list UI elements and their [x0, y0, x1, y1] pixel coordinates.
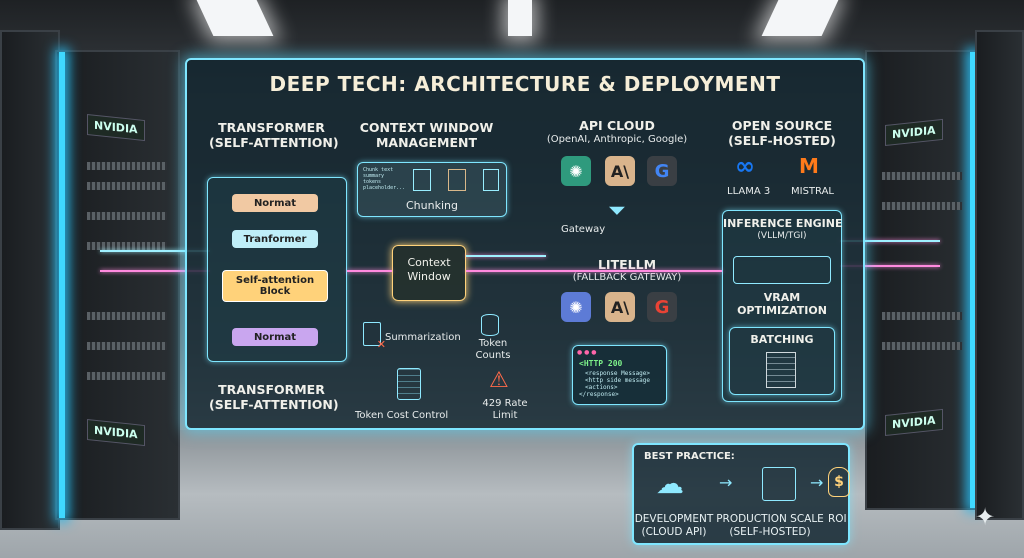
http-status: <HTTP 200 — [579, 359, 623, 368]
server-rack-left-edge — [0, 30, 60, 530]
code-line: <response Message> — [585, 370, 651, 377]
nvidia-label: NVIDIA — [885, 408, 943, 437]
norm-layer: Normat — [232, 194, 318, 212]
chunking-label: Chunking — [406, 199, 458, 212]
api-providers: (OpenAI, Anthropic, Google) — [546, 134, 688, 145]
server-rack-left: NVIDIA NVIDIA — [55, 50, 180, 520]
nvidia-label: NVIDIA — [87, 418, 145, 447]
inference-engine-label: INFERENCE ENGINE — [723, 217, 843, 230]
funnel-icon: ⏷ — [609, 198, 625, 222]
document-icon — [483, 169, 499, 191]
code-line: <http side message — [585, 377, 651, 384]
open-source-header: OPEN SOURCE(SELF-HOSTED) — [728, 118, 836, 148]
http-response-window: ● ● ● <HTTP 200 <response Message> <http… — [572, 345, 667, 405]
inference-engine-sub: (VLLM/TGI) — [757, 231, 807, 241]
litellm-label: LITELLM — [597, 257, 657, 272]
code-line: <actions> — [585, 384, 618, 391]
step-production: PRODUCTION SCALE(SELF-HOSTED) — [716, 513, 824, 538]
api-cloud-header: API CLOUD — [579, 118, 655, 133]
warning-icon: ⚠ — [489, 368, 509, 393]
flow-line — [466, 270, 722, 272]
database-icon — [481, 314, 499, 336]
llama-label: LLAMA 3 — [727, 186, 771, 197]
document-x-icon: ✕ — [363, 322, 386, 351]
google-icon[interactable]: G — [647, 292, 677, 322]
summarization-label: Summarization — [385, 332, 461, 343]
google-icon[interactable]: G — [647, 156, 677, 186]
flow-line — [840, 240, 940, 242]
flow-line — [466, 255, 546, 257]
chunking-box: Chunk text summary tokens placeholder...… — [357, 162, 507, 217]
rate-limit-label: 429 Rate Limit — [482, 398, 528, 421]
batching-label: BATCHING — [750, 333, 814, 346]
gateway-label: Gateway — [561, 224, 606, 235]
step-development: DEVELOPMENT(CLOUD API) — [634, 513, 714, 538]
sparkle-icon: ✦ — [975, 503, 996, 531]
browser-window-icon — [762, 467, 796, 501]
self-attention-block: Self-attention Block — [222, 270, 328, 302]
document-icon — [448, 169, 466, 191]
token-cost-control-label: Token Cost Control — [355, 410, 449, 421]
batch-stack-icon — [766, 352, 796, 388]
architecture-panel: DEEP TECH: ARCHITECTURE & DEPLOYMENT TRA… — [185, 58, 865, 430]
calculator-icon — [397, 368, 421, 400]
anthropic-icon[interactable]: A\ — [605, 292, 635, 322]
money-bag-icon: $ — [828, 467, 850, 497]
flow-line — [100, 250, 210, 252]
step-roi: ROI — [828, 513, 847, 525]
transformer-footer: TRANSFORMER(SELF-ATTENTION) — [209, 382, 339, 412]
transformer-header: TRANSFORMER(SELF-ATTENTION) — [209, 120, 339, 150]
ceiling-light — [508, 0, 532, 36]
transformer-block: Normat Tranformer Self-attention Block N… — [207, 177, 347, 362]
chunk-text: Chunk text summary tokens placeholder... — [363, 167, 406, 191]
norm-layer: Normat — [232, 328, 318, 346]
nvidia-label: NVIDIA — [885, 118, 943, 147]
code-line: </response> — [579, 391, 619, 398]
flow-line — [840, 265, 940, 267]
batching-box: BATCHING — [729, 327, 835, 395]
mistral-icon: M — [799, 154, 819, 178]
transformer-layer: Tranformer — [232, 230, 318, 248]
token-counts-label: Token Counts — [475, 338, 511, 361]
document-icon — [413, 169, 431, 191]
nvidia-label: NVIDIA — [87, 113, 145, 142]
best-practice-label: BEST PRACTICE: — [644, 451, 735, 462]
window-dots: ● ● ● — [577, 349, 597, 356]
flow-line — [347, 270, 392, 272]
fallback-gateway-label: (FALLBACK GATEWAY) — [572, 272, 682, 283]
server-rack-right: NVIDIA NVIDIA — [865, 50, 980, 510]
arrow-icon: → — [719, 473, 733, 492]
flow-line — [100, 270, 210, 272]
anthropic-icon[interactable]: A\ — [605, 156, 635, 186]
page-title: DEEP TECH: ARCHITECTURE & DEPLOYMENT — [269, 72, 781, 96]
mistral-label: MISTRAL — [791, 186, 834, 197]
gpu-chip-icon — [733, 256, 831, 284]
meta-icon: ∞ — [735, 152, 755, 180]
best-practice-box: BEST PRACTICE: ☁ → → $ DEVELOPMENT(CLOUD… — [632, 443, 850, 545]
cloud-download-icon: ☁ — [656, 467, 684, 500]
openai-icon[interactable]: ✺ — [561, 292, 591, 322]
context-window-box: Context Window — [392, 245, 466, 301]
server-rack-right-edge — [975, 30, 1024, 520]
arrow-icon: → — [810, 473, 824, 492]
openai-icon[interactable]: ✺ — [561, 156, 591, 186]
